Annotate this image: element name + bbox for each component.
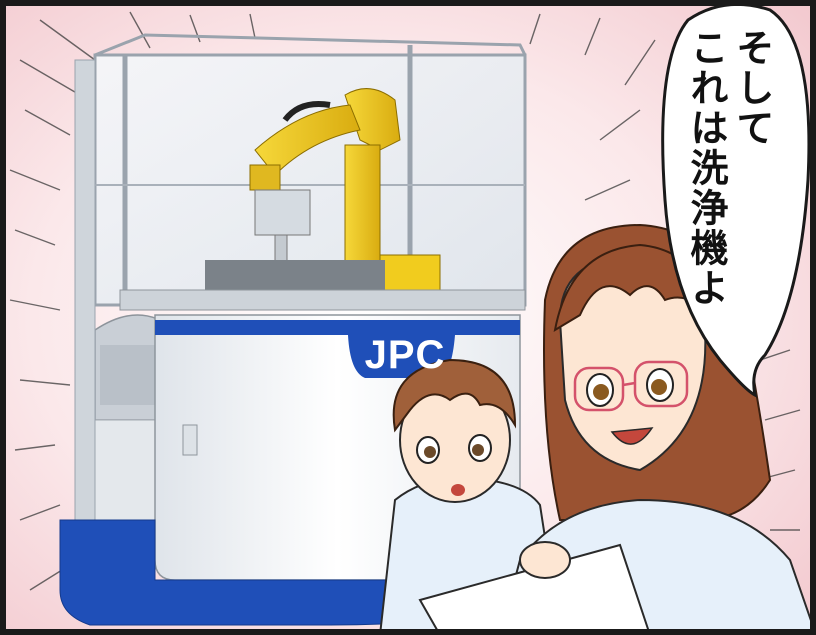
speech-bubble-icon xyxy=(661,2,811,398)
speech-line-1: そして xyxy=(730,28,774,148)
speech-line-2: これは洗浄機よ xyxy=(684,28,728,308)
speed-lines xyxy=(9,11,801,591)
speech-bubble-text: そして これは洗浄機よ xyxy=(683,28,775,308)
machine-brand-label: JPC xyxy=(364,333,446,377)
